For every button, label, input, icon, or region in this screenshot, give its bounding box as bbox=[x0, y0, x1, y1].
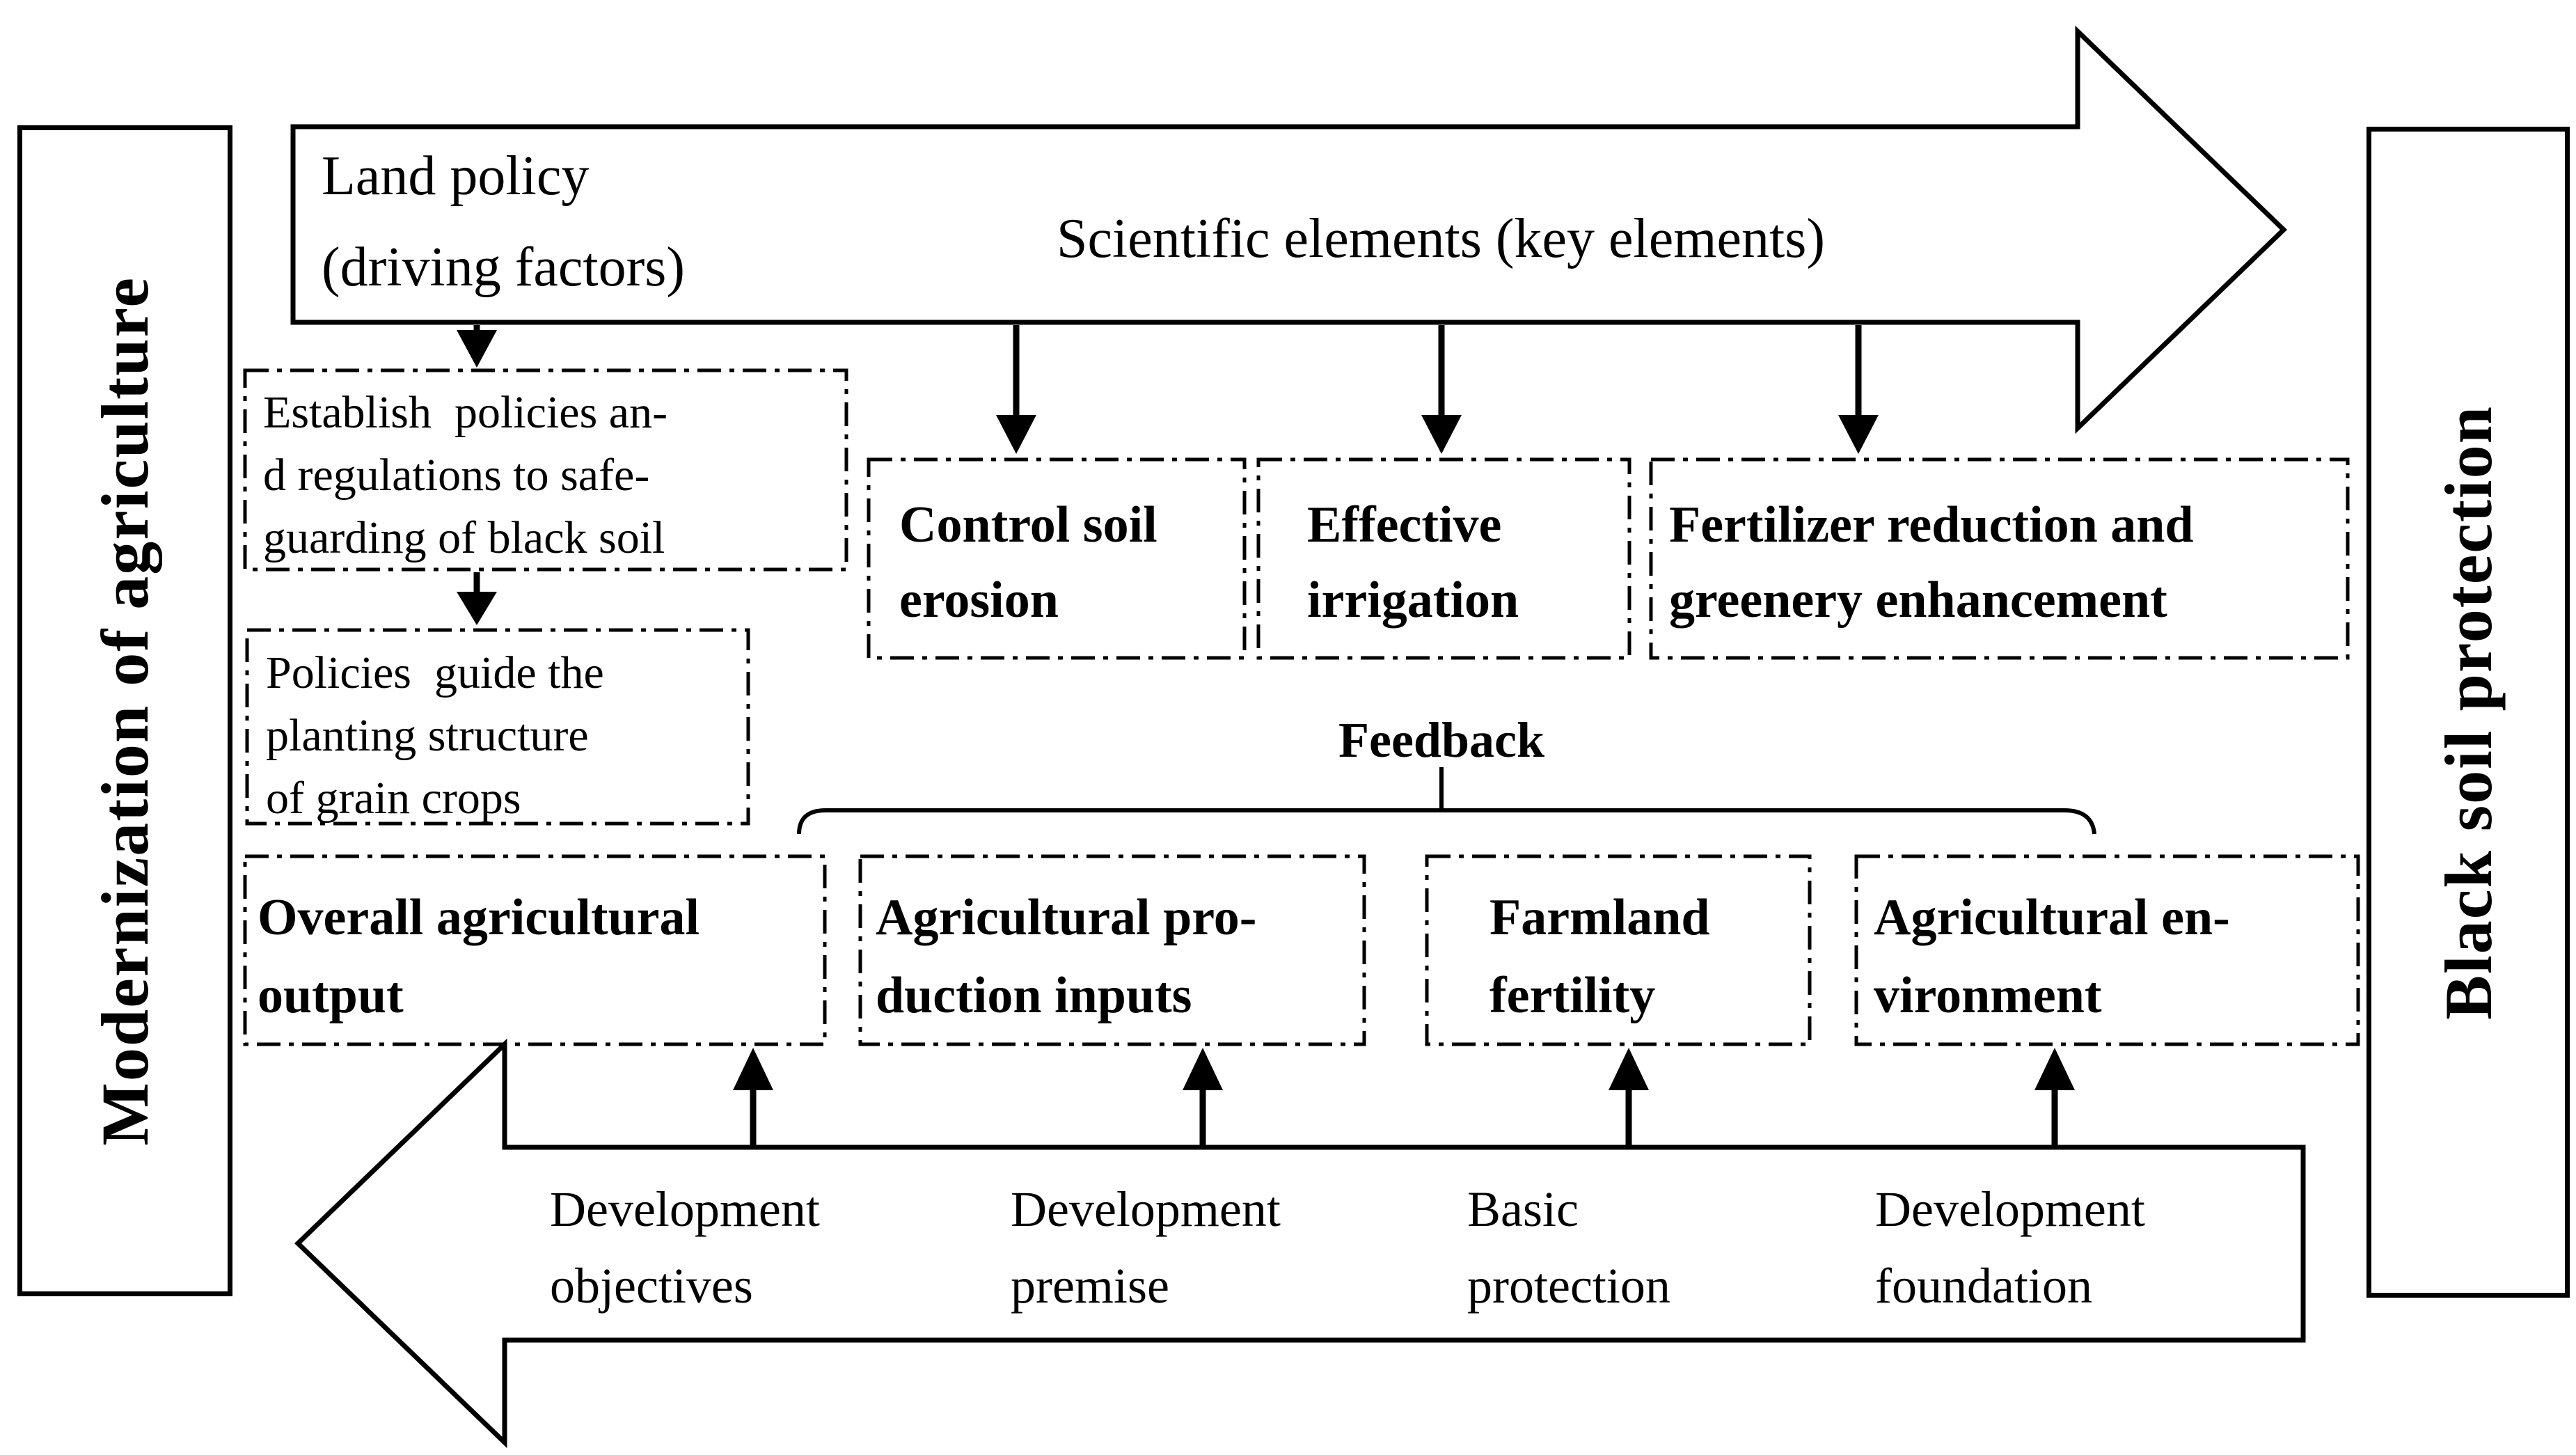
modernization-panel: Modernization of agriculture bbox=[17, 125, 232, 1296]
bottom-flow-left-arrow bbox=[294, 1038, 2306, 1449]
top-flow-right-arrow bbox=[290, 25, 2288, 434]
development-objectives-label: Development objectives bbox=[550, 1181, 820, 1314]
up-arrow-to-agricultural-environment-box bbox=[2034, 1048, 2075, 1146]
down-arrow-establish-to-guide bbox=[457, 572, 497, 625]
down-arrow-to-fertilizer-box bbox=[1838, 325, 1879, 454]
down-arrow-to-effective-irrigation-box bbox=[1421, 325, 1462, 454]
production-inputs-box-text: Agricultural pro- duction inputs bbox=[876, 889, 1257, 1024]
farmland-fertility-box-border bbox=[1425, 854, 1812, 1046]
agricultural-environment-box-text: Agricultural en- vironment bbox=[1874, 889, 2230, 1024]
scientific-elements-label: Scientific elements (key elements) bbox=[1056, 208, 1826, 269]
establish-policies-box-text: Establish policies an- d regulations to … bbox=[263, 387, 668, 563]
effective-irrigation-box-text: Effective irrigation bbox=[1307, 496, 1519, 629]
overall-output-box-border bbox=[243, 854, 827, 1046]
driving-factors-label: (driving factors) bbox=[322, 237, 686, 298]
control-soil-erosion-box-border bbox=[867, 457, 1247, 660]
up-arrow-to-production-inputs-box bbox=[1183, 1048, 1223, 1146]
overall-output-box-text: Overall agricultural output bbox=[258, 889, 700, 1024]
establish-policies-box-border bbox=[243, 368, 848, 572]
development-premise-label: Development premise bbox=[1011, 1181, 1281, 1314]
land-policy-label: Land policy bbox=[322, 146, 590, 207]
feedback-label: Feedback bbox=[1338, 712, 1544, 768]
policies-guide-box-text: Policies guide the planting structure of… bbox=[266, 647, 604, 824]
basic-protection-label: Basic protection bbox=[1467, 1181, 1670, 1314]
modernization-panel-label: Modernization of agriculture bbox=[88, 276, 162, 1146]
black-soil-panel-label: Black soil protection bbox=[2431, 404, 2506, 1020]
fertilizer-reduction-box-border bbox=[1649, 457, 2350, 660]
down-arrow-to-control-soil-box bbox=[996, 325, 1036, 454]
policies-guide-box-border bbox=[245, 628, 750, 826]
up-arrow-to-farmland-fertility-box bbox=[1609, 1048, 1649, 1146]
up-arrow-to-overall-output-box bbox=[733, 1048, 773, 1146]
production-inputs-box-border bbox=[858, 854, 1366, 1046]
control-soil-erosion-box-text: Control soil erosion bbox=[899, 496, 1157, 629]
development-foundation-label: Development foundation bbox=[1875, 1181, 2145, 1314]
agricultural-environment-box-border bbox=[1854, 854, 2360, 1046]
effective-irrigation-box-border bbox=[1256, 457, 1631, 660]
feedback-brace bbox=[797, 808, 2096, 835]
fertilizer-reduction-box-text: Fertilizer reduction and greenery enhanc… bbox=[1669, 496, 2194, 629]
down-arrow-to-establish-box bbox=[457, 325, 497, 368]
farmland-fertility-box-text: Farmland fertility bbox=[1490, 889, 1710, 1024]
black-soil-panel: Black soil protection bbox=[2366, 127, 2570, 1298]
